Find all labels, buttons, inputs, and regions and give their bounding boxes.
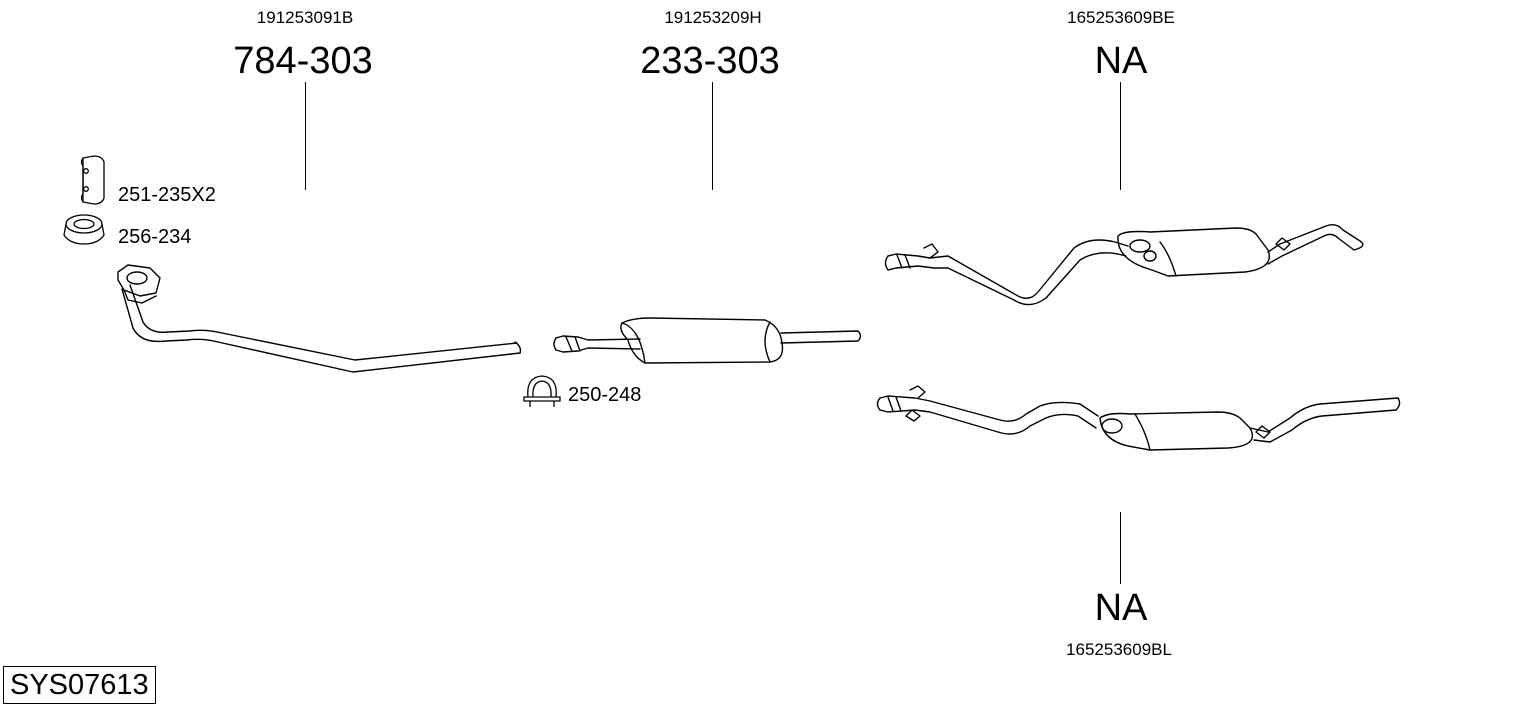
part-number-2: 233-303	[640, 40, 780, 82]
oe-number-2: 191253209H	[664, 8, 762, 27]
hardware-label-gasket: 256-234	[118, 226, 192, 248]
pipe-clamp-icon	[523, 375, 561, 407]
bracket-icon	[80, 155, 105, 205]
oe-number-3: 165253609BE	[1067, 8, 1175, 27]
part-number-4: NA	[1094, 587, 1148, 629]
leader-line-2	[712, 82, 713, 190]
front-pipe-drawing	[117, 264, 522, 373]
part-number-1: 784-303	[233, 40, 373, 82]
gasket-ring-icon	[63, 214, 105, 245]
hardware-label-bracket: 251-235X2	[118, 184, 216, 206]
leader-line-4	[1120, 512, 1121, 584]
oe-number-1: 191253091B	[256, 8, 354, 27]
hardware-label-clamp: 250-248	[568, 384, 642, 406]
leader-line-1	[305, 82, 306, 190]
rear-silencer-bl-drawing	[876, 385, 1401, 451]
system-code-box: SYS07613	[3, 666, 156, 704]
leader-line-3	[1120, 82, 1121, 190]
rear-silencer-be-drawing	[884, 223, 1364, 306]
oe-number-4: 165253609BL	[1066, 640, 1172, 659]
centre-silencer-drawing	[553, 317, 862, 364]
part-number-3: NA	[1094, 40, 1148, 82]
